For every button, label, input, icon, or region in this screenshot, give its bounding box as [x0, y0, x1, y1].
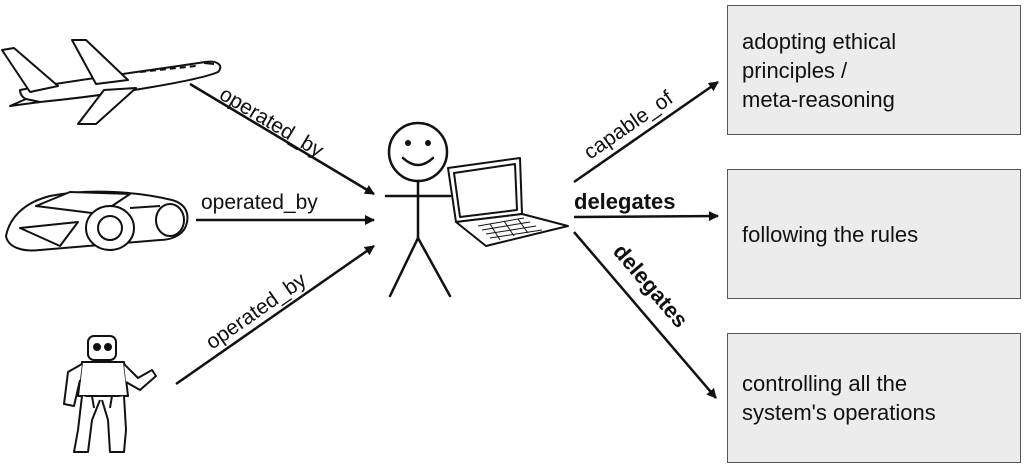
edge-label-robot: operated_by [202, 268, 311, 354]
airplane-icon [1, 39, 222, 125]
edge-label-car: operated_by [201, 191, 318, 214]
edge-label-delegates-rules: delegates [574, 189, 676, 214]
box-ethical-principles: adopting ethical principles / meta-reaso… [727, 5, 1021, 135]
arrow-plane-to-person [189, 82, 375, 196]
arrow-laptop-to-ethics [573, 80, 719, 184]
laptop-icon [447, 157, 569, 247]
edge-label-capable-of: capable_of [580, 86, 678, 164]
edge-label-plane: operated_by [215, 83, 327, 163]
box-controlling-operations: controlling all the system's operations [727, 333, 1021, 463]
arrow-robot-to-person [175, 244, 375, 386]
arrow-laptop-to-rules [573, 211, 719, 222]
box-following-rules: following the rules [727, 169, 1021, 299]
arrow-laptop-to-control [573, 231, 717, 399]
sports-car-icon [5, 190, 189, 252]
stick-figure-icon [384, 121, 452, 298]
humanoid-robot-icon [63, 335, 157, 453]
